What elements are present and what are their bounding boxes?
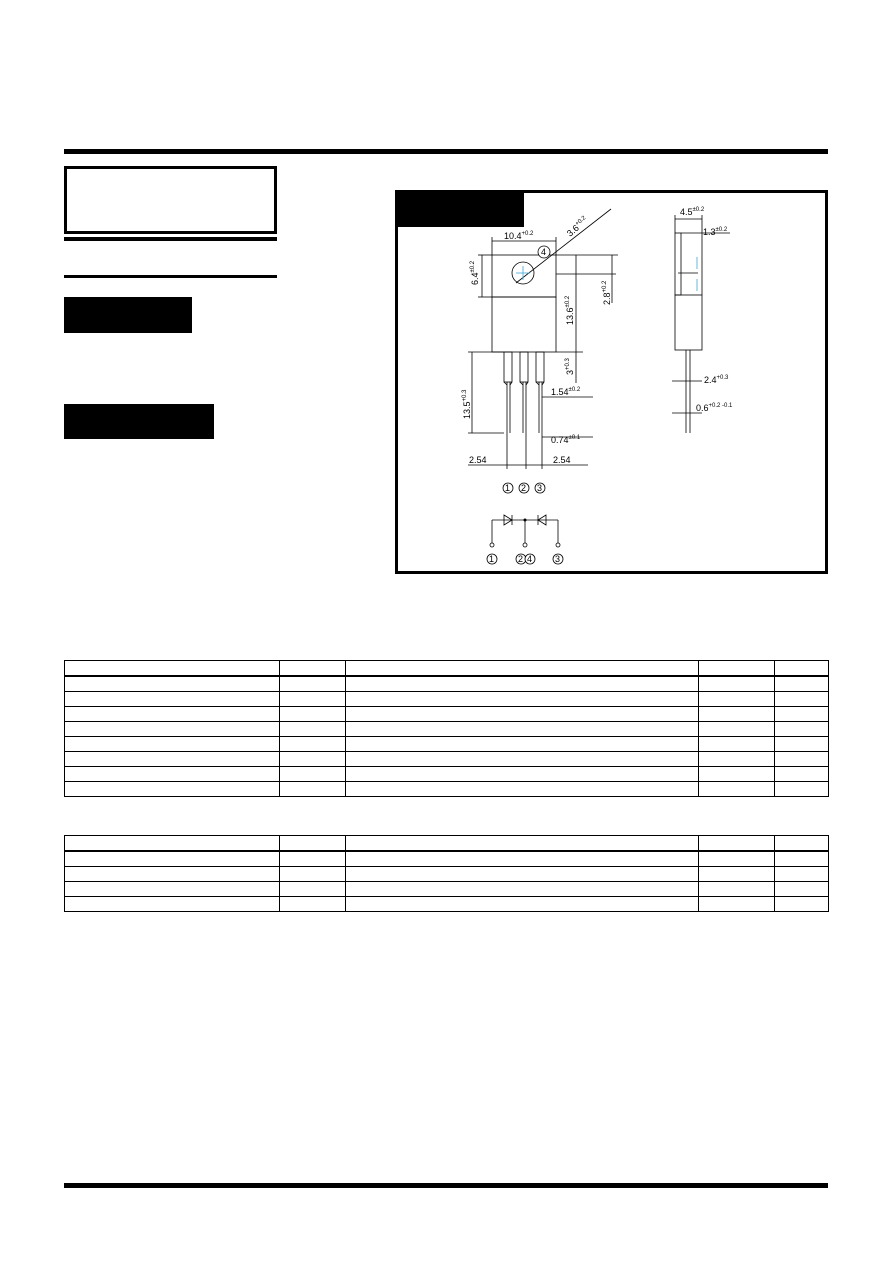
svg-text:13.5+0.3: 13.5+0.3 — [462, 389, 472, 419]
schematic-pin-2: 2 — [518, 554, 523, 564]
dim-lead-width: 1.54 — [551, 387, 569, 397]
schematic-pin-1: 1 — [489, 554, 494, 564]
dim-width-tol: +0.2 — [522, 231, 535, 237]
dim-pitch-right: 2.54 — [553, 455, 571, 465]
pin-label-3: 3 — [537, 483, 542, 493]
table-row — [64, 706, 829, 722]
dim-lead-thickness-tol: ±0.1 — [569, 435, 581, 441]
svg-text:6.4±0.2: 6.4±0.2 — [470, 260, 480, 285]
table-row — [64, 721, 829, 737]
package-tab — [491, 254, 557, 298]
section-divider — [64, 275, 277, 278]
dim-lead-thickness: 0.74 — [551, 435, 569, 445]
table-row — [64, 736, 829, 752]
title-underline — [64, 237, 277, 241]
table-row — [64, 766, 829, 782]
dim-lead-side-thickness-tol: +0.2 -0.1 — [709, 403, 734, 409]
dim-depth: 4.5 — [680, 207, 693, 217]
svg-text:0.6+0.2 -0.1: 0.6+0.2 -0.1 — [696, 403, 733, 413]
svg-text:13.6±0.2: 13.6±0.2 — [565, 295, 575, 325]
dim-body-height: 13.6 — [565, 307, 575, 325]
svg-text:3+0.3: 3+0.3 — [565, 357, 575, 375]
outline-drawing: 10.4+0.2 3.6+0.2 6.4±0.2 13.6±0.2 2.8+0.… — [462, 207, 733, 565]
characteristics-table — [64, 835, 829, 912]
package-heading-bar — [398, 193, 524, 227]
svg-text:0.74±0.1: 0.74±0.1 — [551, 435, 581, 445]
table-row — [64, 881, 829, 897]
dim-lead-length: 13.5 — [462, 401, 472, 419]
dim-lead-side: 2.4 — [704, 375, 717, 385]
svg-text:10.4+0.2: 10.4+0.2 — [504, 231, 534, 241]
svg-text:1.54±0.2: 1.54±0.2 — [551, 387, 581, 397]
dim-hole-tol: +0.2 — [574, 215, 587, 228]
svg-text:2.8+0.2: 2.8+0.2 — [602, 280, 612, 305]
dim-hole-position-tol: +0.2 — [602, 280, 608, 293]
table-row — [64, 751, 829, 767]
mounting-hole — [511, 261, 535, 285]
package-drawing-panel: 10.4+0.2 3.6+0.2 6.4±0.2 13.6±0.2 2.8+0.… — [395, 190, 828, 574]
dim-tab-height: 6.4 — [470, 272, 480, 285]
dim-lead-side-tol: +0.3 — [717, 375, 730, 381]
table-row — [64, 896, 829, 912]
svg-text:2.4+0.3: 2.4+0.3 — [704, 375, 729, 385]
schematic-pin-3: 3 — [555, 554, 560, 564]
part-number-box — [64, 166, 277, 234]
pin-label-1: 1 — [505, 483, 510, 493]
pin-label-2: 2 — [521, 483, 526, 493]
svg-text:1.3±0.2: 1.3±0.2 — [703, 227, 728, 237]
side-view-tab — [674, 232, 682, 296]
features-heading-bar — [64, 297, 192, 333]
dim-body-height-tol: ±0.2 — [565, 295, 571, 307]
dim-lead-side-thickness: 0.6 — [696, 403, 709, 413]
table-row — [64, 866, 829, 882]
side-view-body — [674, 294, 703, 351]
header-rule — [64, 149, 828, 154]
dim-lead-bend: 3 — [565, 370, 575, 375]
dim-width: 10.4 — [504, 231, 522, 241]
svg-text:4.5±0.2: 4.5±0.2 — [680, 207, 705, 217]
tab-pin-label: 4 — [541, 247, 546, 257]
dim-depth-tol: ±0.2 — [693, 207, 705, 213]
lead-3-upper — [535, 351, 545, 383]
dim-tab-height-tol: ±0.2 — [470, 260, 476, 272]
lead-2-upper — [519, 351, 529, 383]
dim-tab-thickness: 1.3 — [703, 227, 716, 237]
table-row — [64, 781, 829, 797]
lead-1-upper — [503, 351, 513, 383]
applications-heading-bar — [64, 404, 214, 439]
ratings-table — [64, 660, 829, 797]
package-body — [491, 296, 557, 353]
schematic-pin-4: 4 — [527, 554, 532, 564]
dim-hole-position: 2.8 — [602, 292, 612, 305]
table-header-row — [64, 660, 829, 677]
dim-lead-bend-tol: +0.3 — [565, 357, 571, 370]
table-row — [64, 675, 829, 692]
table-row — [64, 850, 829, 867]
table-row — [64, 691, 829, 707]
dim-pitch-left: 2.54 — [469, 455, 487, 465]
dim-lead-width-tol: ±0.2 — [569, 387, 581, 393]
footer-rule — [64, 1183, 828, 1188]
dim-tab-thickness-tol: ±0.2 — [716, 227, 728, 233]
table-header-row — [64, 835, 829, 852]
dim-lead-length-tol: +0.3 — [462, 389, 468, 402]
